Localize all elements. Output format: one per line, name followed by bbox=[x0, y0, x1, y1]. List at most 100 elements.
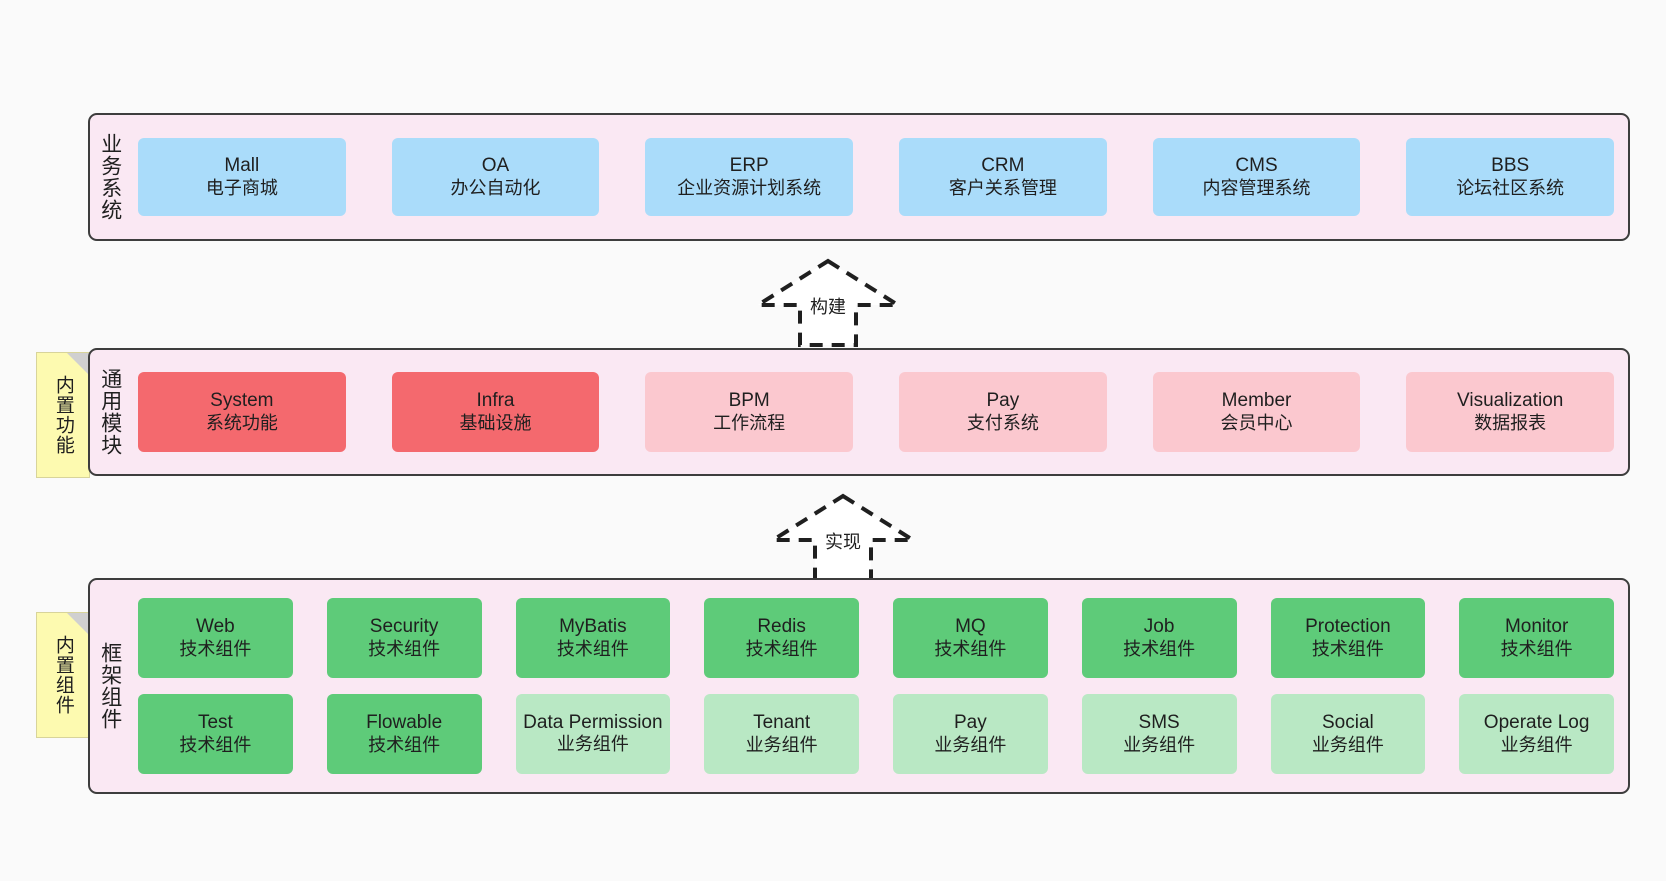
card-pay-module[interactable]: Pay 支付系统 bbox=[899, 372, 1107, 452]
layer-business-system: 业务系统 Mall 电子商城 OA 办公自动化 ERP 企业资源计划系统 CRM… bbox=[88, 113, 1630, 241]
card-security-en: Security bbox=[369, 616, 439, 638]
card-visualization-en: Visualization bbox=[1457, 390, 1564, 412]
card-operate-log[interactable]: Operate Log 业务组件 bbox=[1459, 694, 1614, 774]
card-flowable[interactable]: Flowable 技术组件 bbox=[326, 694, 482, 774]
business-card-row: Mall 电子商城 OA 办公自动化 ERP 企业资源计划系统 CRM 客户关系… bbox=[138, 138, 1615, 216]
connector-build-arrow: 构建 bbox=[753, 253, 903, 349]
card-tenant[interactable]: Tenant 业务组件 bbox=[704, 694, 859, 774]
card-bbs[interactable]: BBS 论坛社区系统 bbox=[1406, 138, 1615, 216]
card-member-cn: 会员中心 bbox=[1220, 412, 1293, 433]
card-job-en: Job bbox=[1143, 616, 1175, 638]
layer-framework-component-title: 框架组件 bbox=[98, 642, 122, 730]
card-crm[interactable]: CRM 客户关系管理 bbox=[899, 138, 1107, 216]
card-oa-cn: 办公自动化 bbox=[450, 177, 541, 198]
card-mall-en: Mall bbox=[224, 155, 260, 177]
card-oa[interactable]: OA 办公自动化 bbox=[391, 138, 600, 216]
card-sms[interactable]: SMS 业务组件 bbox=[1081, 694, 1237, 774]
card-tenant-en: Tenant bbox=[753, 712, 811, 734]
card-erp[interactable]: ERP 企业资源计划系统 bbox=[645, 138, 854, 216]
card-cms-en: CMS bbox=[1235, 155, 1278, 177]
card-mq-en: MQ bbox=[955, 616, 986, 638]
sticky-fold-corner-icon bbox=[67, 353, 89, 375]
card-mall-cn: 电子商城 bbox=[205, 177, 278, 198]
card-member[interactable]: Member 会员中心 bbox=[1152, 372, 1361, 452]
sticky-note-builtin-components: 内置组件 bbox=[36, 612, 90, 738]
card-pay-component[interactable]: Pay 业务组件 bbox=[893, 694, 1048, 774]
card-protection-cn: 技术组件 bbox=[1311, 638, 1384, 659]
card-protection[interactable]: Protection 技术组件 bbox=[1270, 598, 1426, 678]
card-member-en: Member bbox=[1221, 390, 1292, 412]
sticky-note-builtin-features-label: 内置功能 bbox=[52, 375, 74, 455]
layer-framework-component-body: Web 技术组件 Security 技术组件 MyBatis 技术组件 Redi… bbox=[130, 580, 1628, 792]
card-crm-cn: 客户关系管理 bbox=[948, 177, 1057, 198]
connector-build-label: 构建 bbox=[810, 297, 846, 317]
card-test-en: Test bbox=[197, 712, 233, 734]
card-mybatis[interactable]: MyBatis 技术组件 bbox=[515, 598, 671, 678]
sticky-note-builtin-features: 内置功能 bbox=[36, 352, 90, 478]
card-social-cn: 业务组件 bbox=[1311, 734, 1384, 755]
layer-business-system-body: Mall 电子商城 OA 办公自动化 ERP 企业资源计划系统 CRM 客户关系… bbox=[130, 115, 1628, 239]
card-pay-module-en: Pay bbox=[986, 390, 1020, 412]
card-job-cn: 技术组件 bbox=[1123, 638, 1196, 659]
card-pay-component-en: Pay bbox=[954, 712, 987, 734]
card-cms[interactable]: CMS 内容管理系统 bbox=[1152, 138, 1361, 216]
card-bpm-cn: 工作流程 bbox=[713, 412, 786, 433]
card-bbs-en: BBS bbox=[1491, 155, 1530, 177]
card-monitor-cn: 技术组件 bbox=[1500, 638, 1573, 659]
card-data-permission-cn: 业务组件 bbox=[556, 733, 629, 754]
card-bpm-en: BPM bbox=[728, 390, 770, 412]
card-redis[interactable]: Redis 技术组件 bbox=[704, 598, 859, 678]
card-visualization[interactable]: Visualization 数据报表 bbox=[1406, 372, 1615, 452]
card-mall[interactable]: Mall 电子商城 bbox=[138, 138, 346, 216]
module-card-row: System 系统功能 Infra 基础设施 BPM 工作流程 Pay 支付系统… bbox=[138, 372, 1615, 452]
layer-common-module-title: 通用模块 bbox=[98, 368, 122, 456]
card-erp-en: ERP bbox=[729, 155, 769, 177]
connector-implement-arrow: 实现 bbox=[768, 488, 918, 584]
card-erp-cn: 企业资源计划系统 bbox=[677, 177, 822, 198]
card-redis-cn: 技术组件 bbox=[745, 638, 818, 659]
card-pay-component-cn: 业务组件 bbox=[934, 734, 1007, 755]
card-web[interactable]: Web 技术组件 bbox=[138, 598, 293, 678]
card-visualization-cn: 数据报表 bbox=[1474, 412, 1547, 433]
card-infra-cn: 基础设施 bbox=[459, 412, 532, 433]
card-sms-cn: 业务组件 bbox=[1123, 734, 1196, 755]
connector-implement-label: 实现 bbox=[825, 532, 861, 552]
sticky-fold-corner-icon bbox=[67, 613, 89, 635]
component-grid: Web 技术组件 Security 技术组件 MyBatis 技术组件 Redi… bbox=[138, 598, 1614, 774]
card-monitor-en: Monitor bbox=[1504, 616, 1569, 638]
layer-common-module: 通用模块 System 系统功能 Infra 基础设施 BPM 工作流程 Pay… bbox=[88, 348, 1630, 476]
card-monitor[interactable]: Monitor 技术组件 bbox=[1459, 598, 1614, 678]
card-infra[interactable]: Infra 基础设施 bbox=[391, 372, 600, 452]
layer-common-module-body: System 系统功能 Infra 基础设施 BPM 工作流程 Pay 支付系统… bbox=[130, 350, 1628, 474]
card-cms-cn: 内容管理系统 bbox=[1202, 177, 1311, 198]
card-system[interactable]: System 系统功能 bbox=[138, 372, 346, 452]
card-crm-en: CRM bbox=[981, 155, 1025, 177]
card-flowable-cn: 技术组件 bbox=[368, 734, 441, 755]
card-security-cn: 技术组件 bbox=[368, 638, 441, 659]
card-social[interactable]: Social 业务组件 bbox=[1270, 694, 1426, 774]
card-infra-en: Infra bbox=[476, 390, 515, 412]
card-pay-module-cn: 支付系统 bbox=[966, 412, 1039, 433]
card-data-permission-en: Data Permission bbox=[523, 711, 663, 733]
card-job[interactable]: Job 技术组件 bbox=[1081, 598, 1237, 678]
card-tenant-cn: 业务组件 bbox=[745, 734, 818, 755]
card-protection-en: Protection bbox=[1305, 616, 1391, 638]
card-operate-log-cn: 业务组件 bbox=[1500, 734, 1573, 755]
card-security[interactable]: Security 技术组件 bbox=[326, 598, 482, 678]
card-mq-cn: 技术组件 bbox=[934, 638, 1007, 659]
card-mybatis-en: MyBatis bbox=[559, 616, 627, 638]
card-data-permission[interactable]: Data Permission 业务组件 bbox=[515, 694, 671, 774]
card-system-en: System bbox=[210, 390, 274, 412]
sticky-note-builtin-components-label: 内置组件 bbox=[52, 635, 74, 715]
card-mybatis-cn: 技术组件 bbox=[556, 638, 629, 659]
card-bpm[interactable]: BPM 工作流程 bbox=[645, 372, 854, 452]
card-oa-en: OA bbox=[481, 155, 510, 177]
component-row-tech: Web 技术组件 Security 技术组件 MyBatis 技术组件 Redi… bbox=[138, 598, 1614, 678]
card-mq[interactable]: MQ 技术组件 bbox=[893, 598, 1048, 678]
layer-business-system-title: 业务系统 bbox=[98, 133, 122, 221]
card-test[interactable]: Test 技术组件 bbox=[138, 694, 293, 774]
card-system-cn: 系统功能 bbox=[205, 412, 278, 433]
card-redis-en: Redis bbox=[757, 616, 806, 638]
layer-framework-component: 框架组件 Web 技术组件 Security 技术组件 MyBatis 技术组件 bbox=[88, 578, 1630, 794]
